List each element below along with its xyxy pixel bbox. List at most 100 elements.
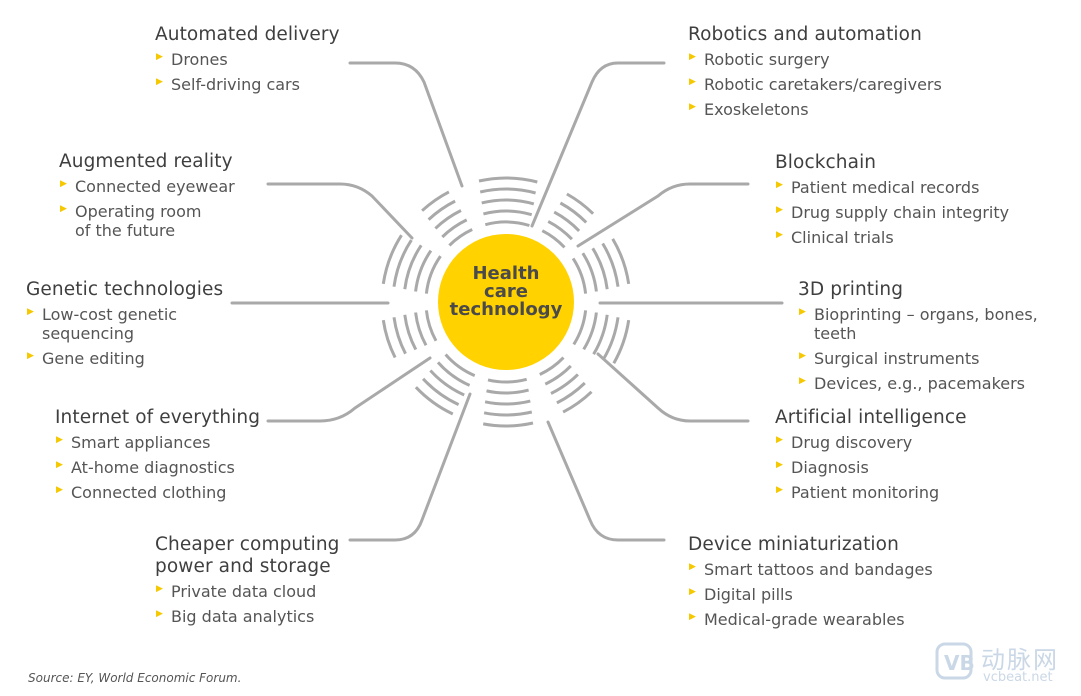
list-item: ▶Drones [156, 50, 228, 69]
block-artificial-intelligence: Artificial intelligence ▶Drug discovery … [775, 407, 967, 508]
list-item: ▶Connected eyewear [60, 177, 235, 196]
ring-arc [381, 234, 403, 285]
ring-arc [559, 201, 588, 224]
ring-arc [487, 377, 528, 384]
block-automated-delivery: Automated delivery ▶Drones ▶Self-driving… [155, 24, 340, 100]
ring-arc [581, 252, 598, 292]
list-item: ▶Self-driving cars [156, 75, 300, 94]
ring-arc [601, 242, 620, 287]
ring-arc [483, 209, 533, 217]
svg-text:VB: VB [944, 651, 975, 675]
block-internet-of-everything: Internet of everything ▶Smart appliances… [55, 407, 260, 508]
block-robotics-automation: Robotics and automation ▶Robotic surgery… [688, 24, 942, 125]
ring-arc [553, 210, 581, 232]
list-item: ▶Drug supply chain integrity [776, 203, 1010, 222]
ring-arc [571, 257, 588, 294]
list-item: ▶Smart appliances [56, 433, 211, 452]
ring-arc [562, 390, 593, 414]
ring-arc [550, 373, 579, 395]
ring-arc [427, 199, 456, 221]
watermark-text: vcbeat.net [983, 670, 1053, 685]
list-item: ▶Private data cloud [156, 582, 317, 601]
triangle-bullet-icon: ▶ [689, 587, 696, 597]
ring-arc [414, 386, 454, 416]
ring-arc [392, 317, 407, 355]
block-genetic-technologies: Genetic technologies ▶Low-cost genetic s… [26, 279, 223, 374]
ring-arc [381, 319, 397, 359]
ring-arc [541, 229, 566, 249]
list-item: ▶Patient monitoring [776, 483, 940, 502]
triangle-bullet-icon: ▶ [689, 562, 696, 572]
ring-arc [421, 377, 460, 406]
block-title: Artificial intelligence [775, 407, 967, 428]
triangle-bullet-icon: ▶ [156, 584, 163, 594]
list-item: ▶Devices, e.g., pacemakers [799, 374, 1026, 393]
center-label: Health care technology [439, 265, 573, 319]
list-item: ▶At-home diagnostics [56, 458, 235, 477]
block-blockchain: Blockchain ▶Patient medical records ▶Dru… [775, 152, 1009, 253]
connector-augmented-reality [266, 182, 414, 240]
block-title: Device miniaturization [688, 534, 899, 555]
ring-arc [414, 312, 428, 347]
ring-arc [539, 356, 565, 376]
ring-arc [392, 239, 413, 287]
block-cheaper-computing: Cheaper computing power and storage ▶Pri… [155, 534, 340, 632]
connectors [230, 61, 784, 542]
list-item: ▶Operating room of the future [60, 202, 202, 240]
concentric-rings [381, 176, 631, 428]
block-3d-printing: 3D printing ▶Bioprinting – organs, bones… [798, 279, 1081, 399]
ring-arc [479, 187, 536, 195]
ring-arc [486, 388, 529, 395]
triangle-bullet-icon: ▶ [56, 435, 63, 445]
ring-arc [483, 410, 533, 417]
triangle-bullet-icon: ▶ [776, 435, 783, 445]
block-device-miniaturization: Device miniaturization ▶Smart tattoos an… [688, 534, 933, 635]
list-item: ▶Robotic caretakers/caregivers [689, 75, 942, 94]
watermark-logo: VB 动脉网 vcbeat.net [935, 640, 1075, 690]
connector-robotics [530, 61, 666, 228]
triangle-bullet-icon: ▶ [156, 609, 163, 619]
triangle-bullet-icon: ▶ [776, 460, 783, 470]
triangle-bullet-icon: ▶ [56, 460, 63, 470]
connector-computing [348, 392, 472, 542]
ring-arc [544, 364, 572, 386]
ring-arc [434, 209, 462, 230]
watermark-emblem-icon: VB [935, 642, 975, 680]
source-note: Source: EY, World Economic Forum. [28, 671, 242, 685]
triangle-bullet-icon: ▶ [60, 179, 67, 189]
watermark-cn: 动脉网 [981, 646, 1059, 674]
triangle-bullet-icon: ▶ [776, 230, 783, 240]
ring-arc [482, 421, 534, 428]
list-item: ▶Connected clothing [56, 483, 227, 502]
triangle-bullet-icon: ▶ [799, 307, 806, 317]
ring-arc [481, 198, 535, 206]
ring-arc [436, 361, 471, 387]
ring-arc [448, 228, 473, 247]
connector-blockchain [576, 182, 750, 248]
block-title: Internet of everything [55, 407, 261, 428]
block-title: Cheaper computing power and storage [155, 534, 340, 577]
triangle-bullet-icon: ▶ [156, 52, 163, 62]
block-title: Augmented reality [59, 151, 233, 172]
list-item: ▶Bioprinting – organs, bones, teeth [799, 305, 1038, 343]
triangle-bullet-icon: ▶ [689, 612, 696, 622]
ring-arc [414, 249, 433, 292]
ring-arc [582, 312, 598, 351]
list-item: ▶Medical-grade wearables [689, 610, 905, 629]
center-circle [438, 234, 574, 370]
triangle-bullet-icon: ▶ [689, 102, 696, 112]
block-augmented-reality: Augmented reality ▶Connected eyewear ▶Op… [59, 151, 235, 246]
ring-arc [592, 314, 609, 355]
list-item: ▶Big data analytics [156, 607, 315, 626]
ring-arc [478, 176, 538, 184]
list-item: ▶Smart tattoos and bandages [689, 560, 933, 579]
block-title: Blockchain [775, 152, 877, 173]
list-item: ▶Diagnosis [776, 458, 869, 477]
ring-arc [556, 381, 586, 405]
center-line-1: Health [472, 263, 540, 284]
list-item: ▶Exoskeletons [689, 100, 809, 119]
list-item: ▶Robotic surgery [689, 50, 830, 69]
triangle-bullet-icon: ▶ [27, 307, 34, 317]
triangle-bullet-icon: ▶ [689, 52, 696, 62]
